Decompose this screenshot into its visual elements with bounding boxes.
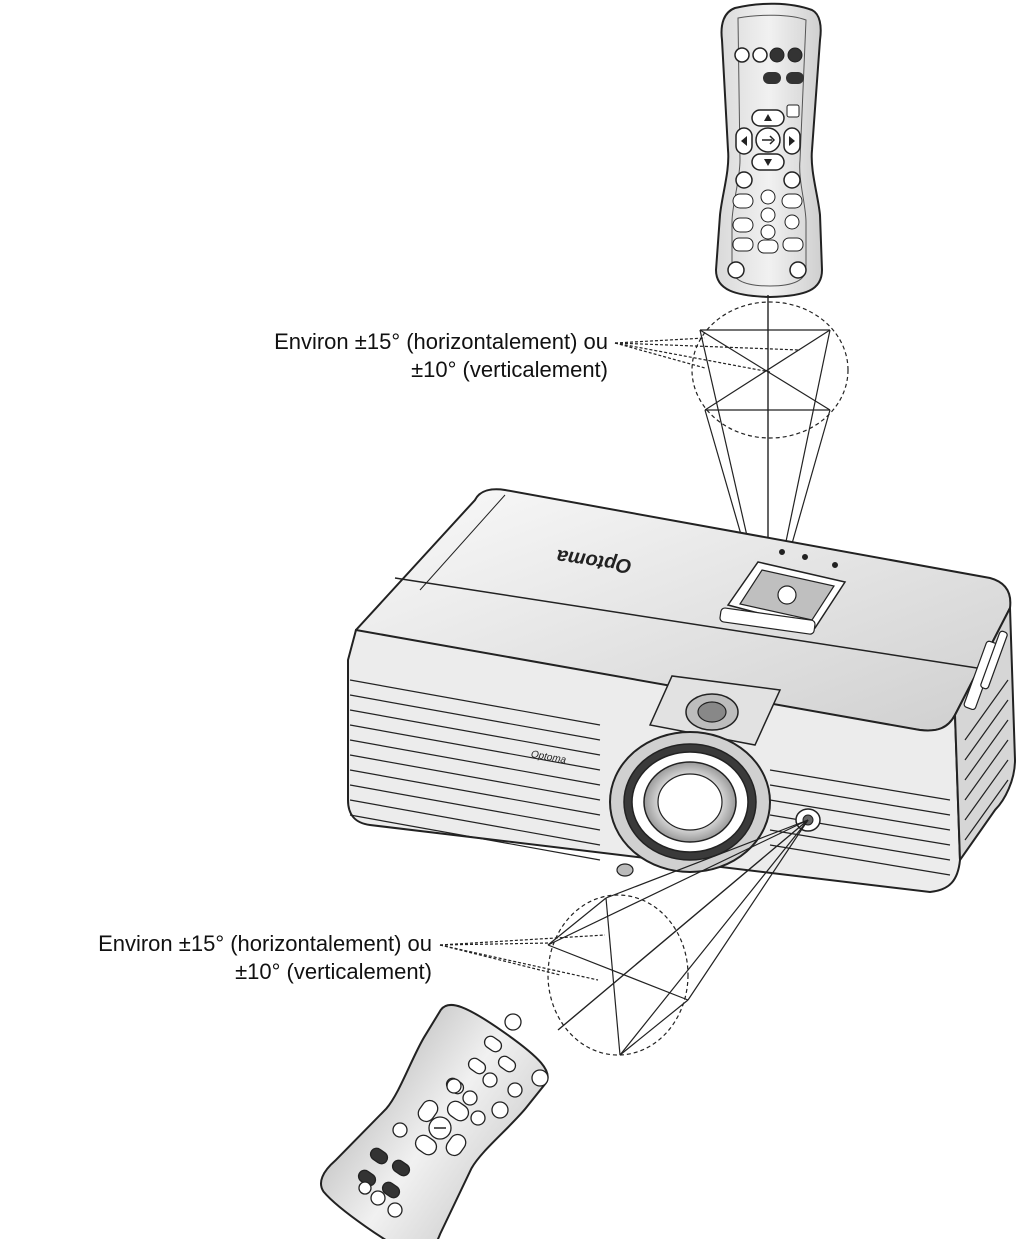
top-leader-1 xyxy=(614,337,706,344)
bottom-leader-1 xyxy=(439,942,551,946)
bottom-center-beam xyxy=(557,819,809,1031)
projector-side-face xyxy=(953,604,1017,864)
remote-button-icon xyxy=(782,237,804,252)
projector-vents xyxy=(349,679,1009,876)
annotation-bottom-line2: ±10° (verticalement) xyxy=(235,959,432,984)
remote-button-icon xyxy=(760,189,776,205)
power-off-icon xyxy=(727,261,745,279)
top-leader-2 xyxy=(614,342,801,351)
remote-button-icon xyxy=(734,47,750,63)
annotation-bottom: Environ ±15° (horizontalement) ou ±10° (… xyxy=(98,930,432,986)
top-cross-2 xyxy=(704,329,831,411)
remote-button-icon xyxy=(763,72,781,84)
remote-button-icon xyxy=(760,224,776,240)
remote-button-icon xyxy=(732,237,754,252)
remote-button-icon xyxy=(752,47,768,63)
remote-button-icon xyxy=(784,214,800,230)
remote-button-icon xyxy=(735,171,753,189)
bottom-cross-1 xyxy=(547,944,689,1001)
annotation-bottom-line1: Environ ±15° (horizontalement) ou xyxy=(98,931,432,956)
remote-button-icon xyxy=(760,207,776,223)
power-on-icon xyxy=(789,261,807,279)
bottom-remote-buttons xyxy=(357,1013,549,1218)
annotation-top-line2: ±10° (verticalement) xyxy=(411,357,608,382)
top-remote xyxy=(714,2,824,299)
remote-button-icon xyxy=(732,193,754,209)
bottom-reception-zone xyxy=(439,819,809,1056)
top-leader-4 xyxy=(614,342,771,373)
remote-button-icon xyxy=(781,193,803,209)
remote-dpad xyxy=(735,109,801,171)
bottom-reception-circle xyxy=(547,894,689,1056)
bottom-cross-2 xyxy=(605,897,621,1056)
annotation-top: Environ ±15° (horizontalement) ou ±10° (… xyxy=(274,328,608,384)
top-reception-circle xyxy=(691,301,849,439)
projector xyxy=(347,488,1017,894)
remote-button-icon xyxy=(732,217,754,233)
top-leader-3 xyxy=(614,342,706,369)
annotation-top-line1: Environ ±15° (horizontalement) ou xyxy=(274,329,608,354)
remote-button-icon xyxy=(786,72,804,84)
bottom-leader-4 xyxy=(439,944,599,981)
bottom-leader-3 xyxy=(439,944,561,976)
bottom-leader-2 xyxy=(439,934,606,946)
remote-button-icon xyxy=(787,47,803,63)
remote-button-icon xyxy=(757,239,779,254)
remote-button-icon xyxy=(783,171,801,189)
remote-button-icon xyxy=(769,47,785,63)
power-off-icon xyxy=(531,1069,549,1087)
projector-lens xyxy=(609,731,771,873)
menu-icon xyxy=(786,104,800,118)
top-cross-1 xyxy=(699,329,831,411)
power-on-icon xyxy=(504,1013,522,1031)
bottom-remote xyxy=(320,1003,549,1244)
projector-control-panel xyxy=(719,549,847,635)
